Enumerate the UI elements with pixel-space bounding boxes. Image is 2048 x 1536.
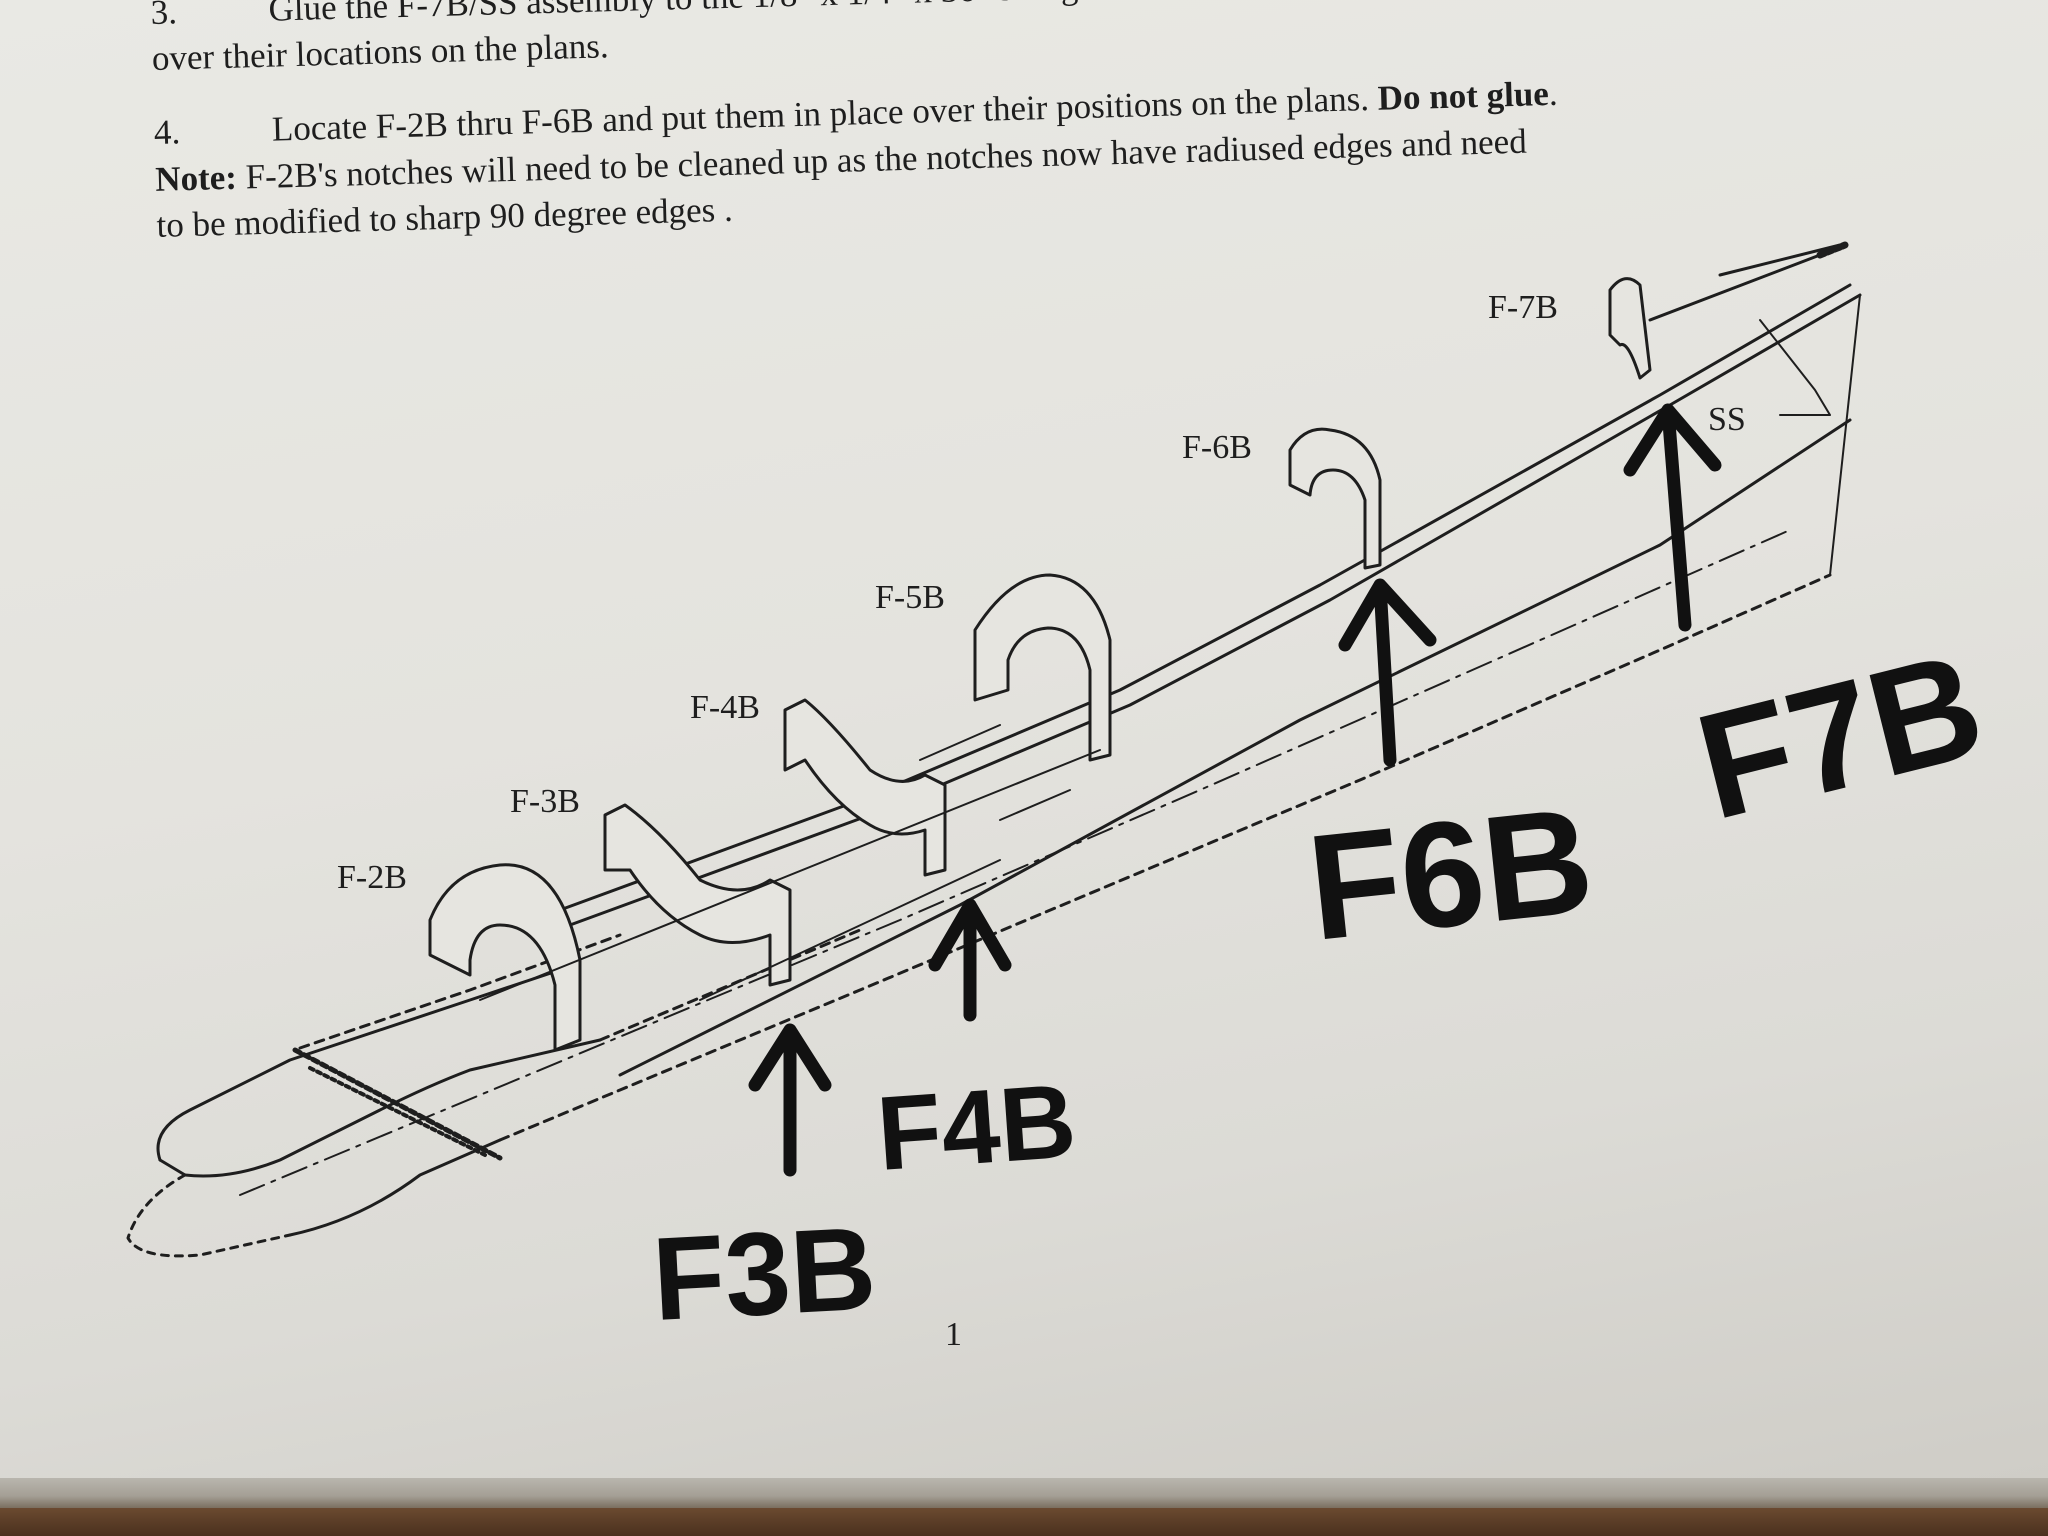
label-ss: SS — [1708, 401, 1746, 438]
handwritten-annotations: F3B F4B F6B F7B — [649, 619, 1997, 1345]
handwritten-f4b: F4B — [873, 1062, 1079, 1193]
document-page: 3.Glue the F-7B/SS assembly to the 1/8" … — [0, 0, 2048, 1478]
printed-part-labels: F-2B F-3B F-4B F-5B F-6B F-7B SS — [337, 289, 1746, 896]
arrow-f7b — [1623, 403, 1722, 632]
paper-stack-edge — [0, 1478, 2048, 1508]
handwritten-f6b: F6B — [1301, 775, 1600, 972]
arrow-f6b — [1338, 578, 1437, 767]
handwritten-f3b: F3B — [649, 1202, 879, 1345]
label-f-5b: F-5B — [875, 579, 945, 616]
arrow-f4b — [928, 898, 1012, 1022]
label-f-2b: F-2B — [337, 859, 407, 896]
label-f-6b: F-6B — [1182, 429, 1252, 466]
fuselage-assembly-diagram: F-2B F-3B F-4B F-5B F-6B F-7B SS F3B F4B… — [126, 241, 1998, 1346]
wooden-table-surface — [0, 1508, 2048, 1536]
page-number: 1 — [945, 1316, 962, 1353]
label-f-4b: F-4B — [690, 689, 760, 726]
handwritten-arrows — [748, 403, 1722, 1177]
fuselage-drawing — [126, 241, 1862, 1258]
label-f-7b: F-7B — [1488, 289, 1558, 326]
handwritten-f7b: F7B — [1682, 619, 1998, 851]
arrow-f3b — [748, 1023, 832, 1177]
label-f-3b: F-3B — [510, 783, 580, 820]
